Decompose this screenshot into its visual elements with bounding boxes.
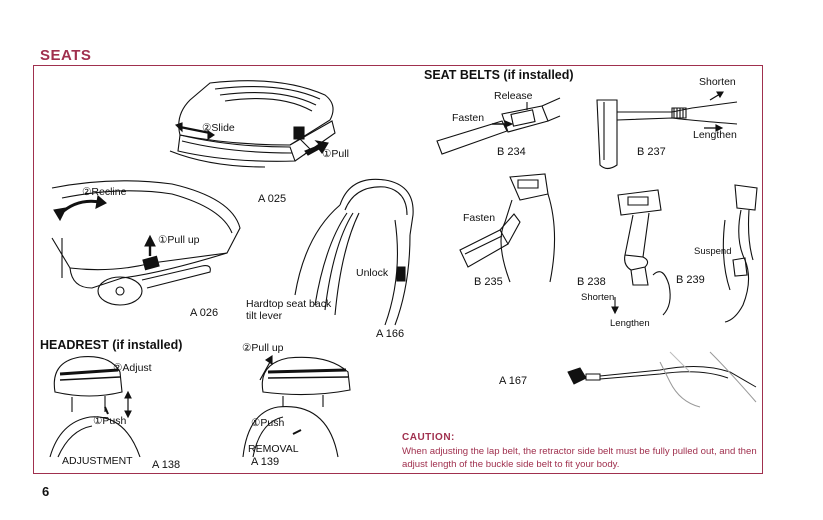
belt-b234-illustration (432, 96, 562, 156)
pull-label: ①Pull (322, 148, 349, 160)
hardtop-seat-illustration (285, 175, 425, 325)
seat-belts-title: SEAT BELTS (if installed) (424, 68, 574, 82)
code-a167: A 167 (499, 375, 528, 387)
lengthen-label-2: Lengthen (610, 318, 650, 329)
belt-b237-illustration (592, 90, 742, 175)
code-a166: A 166 (376, 328, 405, 340)
pull-up-label: ①Pull up (158, 234, 200, 246)
fasten-label-2: Fasten (463, 212, 496, 224)
push-label-2: ①Push (251, 417, 285, 429)
code-a026: A 026 (190, 307, 219, 319)
seat-recline-illustration (52, 178, 242, 313)
release-label: Release (494, 90, 533, 102)
adjustment-label: ADJUSTMENT (62, 455, 133, 467)
push-label: ①Push (93, 415, 127, 427)
hardtop-caption-line1: Hardtop seat back tilt lever (246, 298, 332, 322)
removal-label: REMOVAL (248, 443, 299, 455)
shorten-label-2: Shorten (581, 292, 615, 303)
code-a138: A 138 (152, 459, 181, 471)
headrest-title: HEADREST (if installed) (40, 338, 183, 352)
adjust-label: ②Adjust (113, 362, 152, 374)
page-number: 6 (42, 484, 50, 499)
code-a025: A 025 (258, 193, 287, 205)
lengthen-label: Lengthen (693, 129, 737, 141)
code-a139: A 139 (251, 456, 280, 468)
seat-slide-illustration (170, 75, 345, 195)
fasten-label: Fasten (452, 112, 485, 124)
headrest-adjust-illustration (50, 352, 160, 457)
page-frame (33, 65, 763, 474)
belt-b235-illustration (450, 172, 560, 282)
caution-text: When adjusting the lap belt, the retract… (402, 446, 757, 470)
code-b238: B 238 (577, 276, 606, 288)
slide-label: ②Slide (202, 122, 235, 134)
code-b235: B 235 (474, 276, 503, 288)
headrest-removal-illustration (238, 352, 368, 457)
belt-b238-illustration (603, 185, 683, 320)
suspend-label: Suspend (694, 246, 732, 257)
shorten-label: Shorten (699, 76, 736, 88)
pull-up-label-2: ②Pull up (242, 342, 284, 354)
unlock-label: Unlock (356, 267, 389, 279)
recline-label: ②Recline (82, 186, 127, 198)
belt-b239-illustration (705, 180, 765, 325)
code-b237: B 237 (637, 146, 666, 158)
code-b239: B 239 (676, 274, 705, 286)
section-title: SEATS (40, 47, 92, 64)
caution-heading: CAUTION: (402, 432, 455, 443)
code-b234: B 234 (497, 146, 526, 158)
belt-a167-illustration (560, 352, 760, 412)
